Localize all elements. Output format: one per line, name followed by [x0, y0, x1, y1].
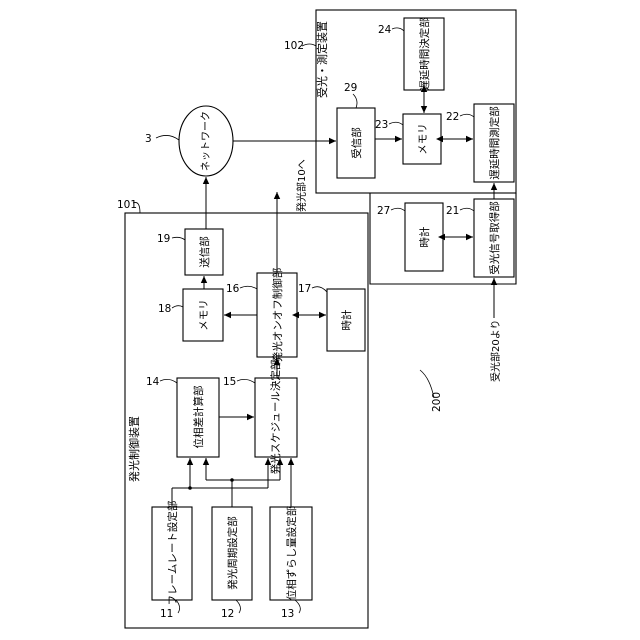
period-label: 発光周期設定部: [226, 516, 239, 590]
network-label: ネットワーク: [200, 111, 212, 171]
memory-101-label: メモリ: [198, 299, 210, 331]
ref-27: 27: [377, 205, 390, 217]
memory-102-label: メモリ: [417, 123, 429, 155]
ref-13: 13: [281, 608, 294, 620]
junction-period: [230, 478, 234, 482]
ref-12-leader: [236, 600, 240, 613]
ref-102: 102: [284, 40, 304, 52]
ref-21-leader: [460, 208, 474, 211]
shift-label: 位相ずらし量設定部: [285, 506, 298, 601]
ref-14-leader: [160, 379, 177, 383]
signal-acq-label: 受光信号取得部: [488, 201, 501, 275]
ref-3-leader: [156, 135, 179, 140]
ref-16: 16: [226, 283, 240, 295]
system-ref-200: 200: [431, 392, 443, 412]
onoff-control-label: 発光オンオフ制御部: [271, 268, 284, 363]
schedule-label: 発光スケジュール決定部: [269, 360, 282, 475]
ref-18-leader: [172, 306, 183, 308]
ref-15-leader: [237, 379, 255, 383]
ref-23: 23: [375, 119, 388, 131]
ref-15: 15: [223, 376, 236, 388]
ref-22: 22: [446, 111, 459, 123]
to-emitter-label: 発光部10へ: [295, 159, 308, 212]
ref-102-leader: [302, 44, 316, 46]
junction-framerate: [188, 486, 192, 490]
delay-decide-label: 遅延時間決定部: [418, 17, 431, 91]
receiver-device-title: 受光・測定装置: [315, 21, 329, 98]
ref-29-leader: [353, 94, 357, 108]
ref-24: 24: [378, 24, 392, 36]
ref-14: 14: [146, 376, 160, 388]
ref-101: 101: [117, 199, 137, 211]
delay-measure-label: 遅延時間測定部: [488, 106, 501, 180]
sender-label: 送信部: [198, 236, 211, 268]
clock-102-label: 時計: [418, 226, 431, 247]
ref-17: 17: [298, 283, 311, 295]
ref-23-leader: [389, 122, 403, 125]
from-receiver-label: 受光部20より: [489, 319, 502, 382]
ref-17-leader: [312, 287, 327, 292]
ref-18: 18: [158, 303, 171, 315]
receiver-label: 受信部: [350, 127, 363, 159]
ref-21: 21: [446, 205, 459, 217]
ref-13-leader: [295, 600, 300, 613]
ref-11: 11: [160, 608, 173, 620]
framerate-label: フレームレート設定部: [166, 501, 179, 606]
ref-16-leader: [240, 286, 257, 289]
ref-12: 12: [221, 608, 234, 620]
ref-27-leader: [391, 208, 405, 211]
ref-3: 3: [145, 133, 152, 145]
phase-diff-label: 位相差計算部: [192, 386, 205, 449]
ref-22-leader: [460, 114, 474, 117]
clock-101-label: 時計: [340, 309, 353, 330]
light-control-device-title: 発光制御装置: [127, 416, 141, 482]
ref-19: 19: [157, 233, 170, 245]
ref-24-leader: [392, 28, 404, 31]
ref-19-leader: [172, 237, 185, 240]
ref-29: 29: [344, 82, 357, 94]
